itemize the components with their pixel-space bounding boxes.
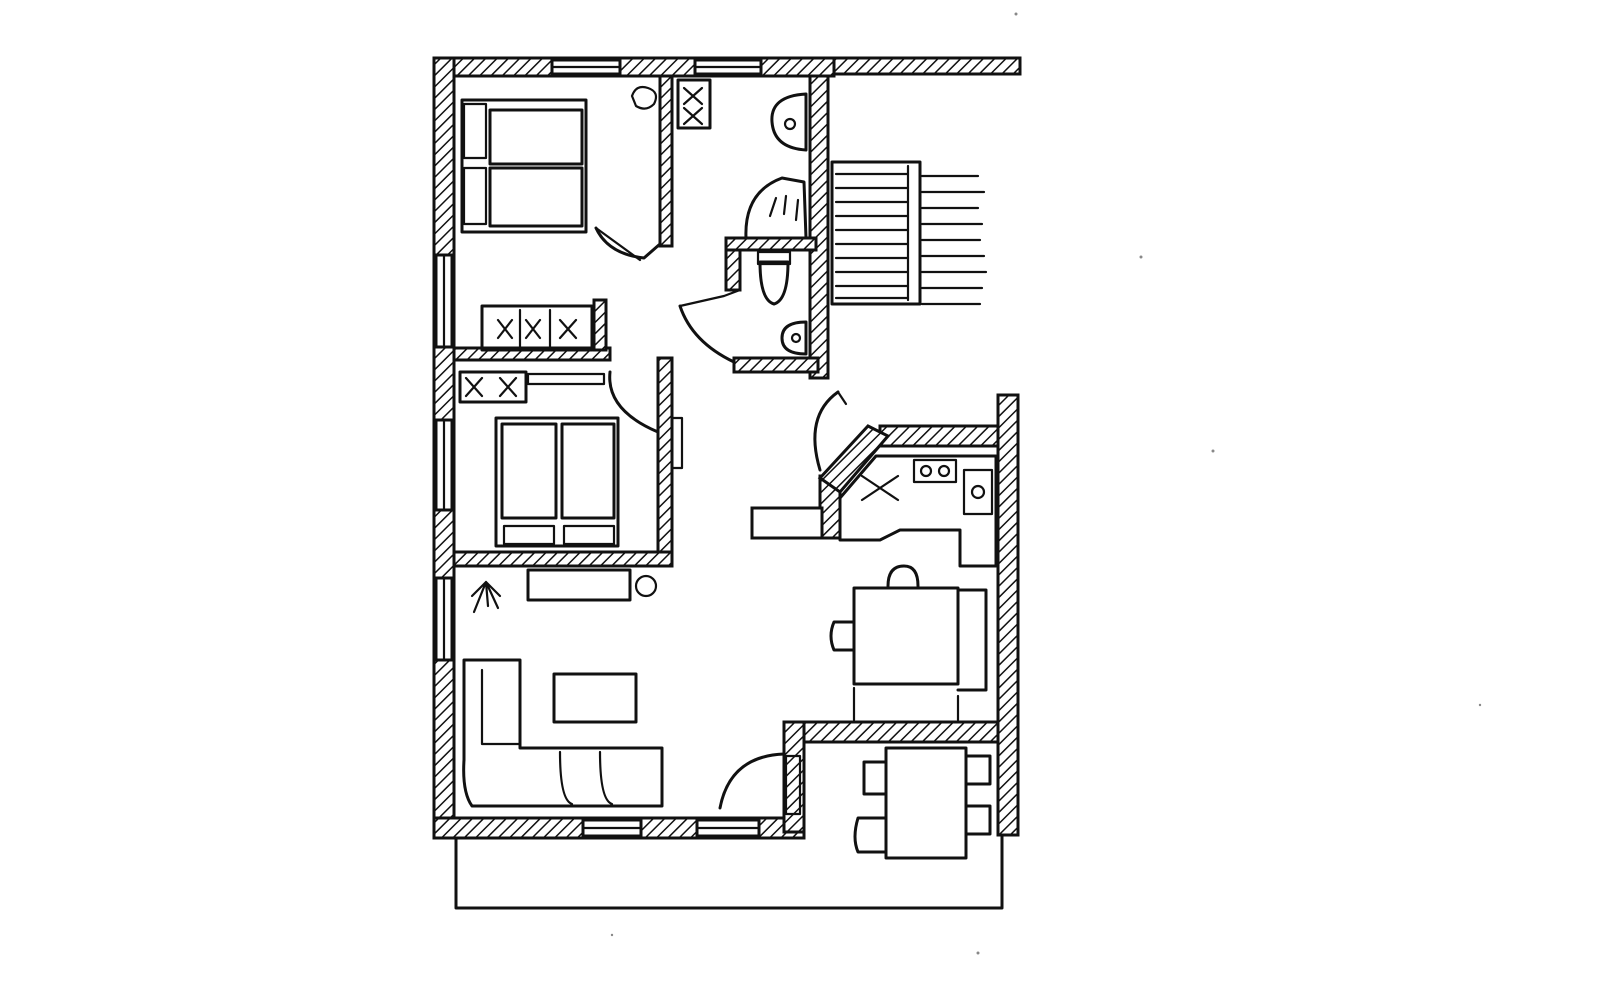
balcony-chair-2	[853, 816, 888, 854]
stairs	[830, 160, 988, 306]
chair-left	[829, 620, 856, 652]
wardrobe-1	[480, 304, 594, 352]
bedroom-2	[458, 370, 684, 548]
balcony-table	[884, 746, 968, 860]
plant-icon	[630, 85, 658, 110]
interior-walls	[452, 74, 1000, 834]
balcony-chair-3	[964, 754, 992, 786]
kitchen-counter	[838, 454, 998, 568]
stove-icon	[912, 458, 958, 484]
sink-icon-kitchen	[962, 468, 994, 516]
hall-closet	[676, 78, 712, 130]
dining-table	[852, 586, 960, 686]
corner-sofa	[462, 658, 664, 808]
door-swing-kitchen	[813, 390, 848, 472]
balcony-chair-4	[964, 804, 992, 836]
door-swing-bedroom-1	[594, 226, 662, 262]
door-swing-bedroom-2	[608, 370, 684, 470]
plant-icon-living	[470, 580, 502, 614]
tv-cabinet	[526, 568, 658, 602]
exterior-walls	[432, 56, 1022, 840]
double-bed-1	[460, 98, 588, 234]
bedroom-1	[460, 85, 662, 352]
balcony-outline	[454, 834, 1004, 910]
living-room	[462, 568, 802, 816]
bathroom	[678, 92, 808, 364]
double-bed-2	[494, 416, 620, 548]
door-swing-entrance	[718, 752, 802, 816]
paper-specks	[610, 12, 1482, 955]
sink-icon	[770, 92, 808, 152]
dining-area	[829, 564, 988, 722]
balcony-dining	[853, 746, 992, 860]
shower-icon	[744, 176, 808, 240]
balcony-chair-1	[862, 760, 888, 796]
wardrobe-2	[458, 370, 606, 404]
bench-right	[956, 588, 988, 692]
coffee-table	[552, 672, 638, 724]
bidet-icon	[780, 320, 808, 356]
kitchen	[813, 390, 998, 568]
toilet-icon	[756, 250, 792, 306]
chair-top	[886, 564, 920, 588]
door-swing-bathroom	[678, 288, 742, 364]
